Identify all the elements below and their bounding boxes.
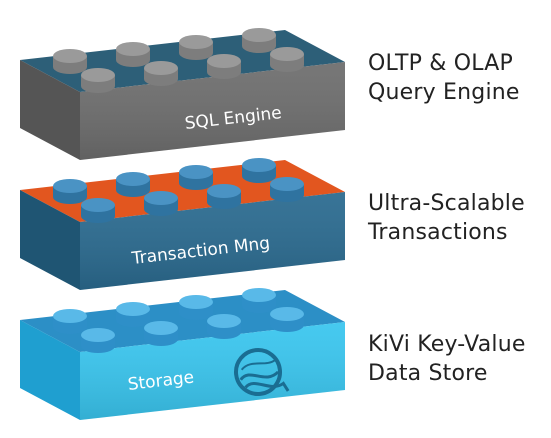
description-line: Ultra-Scalable — [368, 191, 525, 216]
brick-stud — [116, 172, 150, 197]
brick-stud — [207, 54, 241, 79]
brick-stud — [179, 35, 213, 60]
brick-stud — [179, 295, 213, 320]
brick-stud — [81, 328, 115, 353]
stud-group — [53, 158, 304, 223]
stud-group — [53, 288, 304, 353]
description-line: Data Store — [368, 361, 488, 386]
brick-stud — [207, 184, 241, 209]
wave-q-logo-icon — [234, 348, 290, 396]
brick-sql-engine: SQL Engine — [20, 28, 345, 160]
brick-front — [20, 60, 80, 160]
brick-stud — [81, 68, 115, 93]
brick-stud — [270, 47, 304, 72]
brick-stud — [179, 165, 213, 190]
brick-stud — [242, 158, 276, 183]
layer-description-storage: KiVi Key-Value Data Store — [368, 330, 548, 388]
description-line: Query Engine — [368, 80, 520, 105]
brick-stud — [242, 28, 276, 53]
brick-transaction-mng: Transaction Mng — [20, 158, 345, 290]
brick-stud — [144, 191, 178, 216]
brick-stud — [53, 49, 87, 74]
brick-stud — [207, 314, 241, 339]
brick-stud — [116, 302, 150, 327]
layer-description-sql: OLTP & OLAP Query Engine — [368, 49, 548, 107]
brick-stud — [144, 61, 178, 86]
stud-group — [53, 28, 304, 93]
brick-stud — [242, 288, 276, 313]
brick-stud — [270, 177, 304, 202]
layer-description-transactions: Ultra-Scalable Transactions — [368, 189, 548, 247]
brick-stud — [81, 198, 115, 223]
brick-front — [20, 320, 80, 420]
description-line: KiVi Key-Value — [368, 332, 526, 357]
description-line: Transactions — [368, 220, 508, 245]
brick-stud — [116, 42, 150, 67]
brick-front — [20, 190, 80, 290]
brick-storage: Storage — [20, 288, 345, 420]
brick-stud — [53, 179, 87, 204]
brick-stud — [53, 309, 87, 334]
brick-stud — [270, 307, 304, 332]
description-line: OLTP & OLAP — [368, 51, 513, 76]
brick-stud — [144, 321, 178, 346]
